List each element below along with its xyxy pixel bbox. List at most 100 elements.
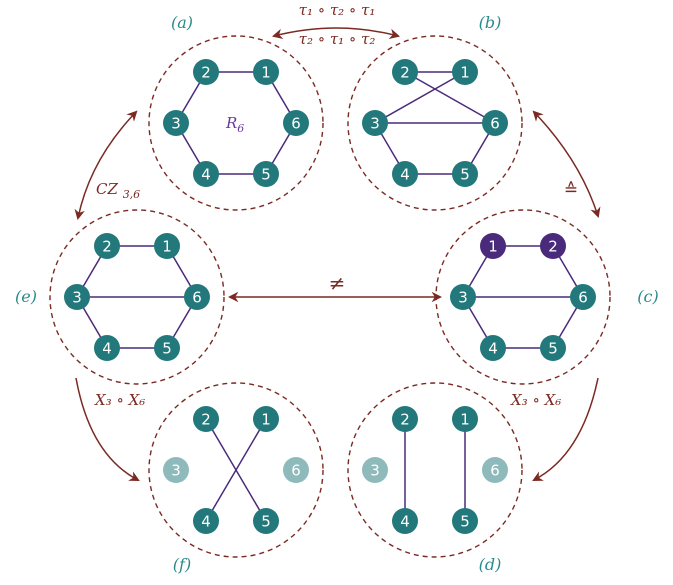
node-e-5 [154, 335, 180, 361]
node-label-a-5: 5 [261, 166, 271, 184]
node-label-d-6: 6 [490, 462, 500, 480]
panel-e-boundary [49, 209, 225, 385]
node-a-3 [163, 110, 189, 136]
panel-label-c: (c) [637, 287, 658, 306]
arrow-a-b [271, 27, 401, 40]
node-label-e-1: 1 [162, 238, 172, 256]
panel-label-f: (f) [173, 555, 191, 574]
node-c-1 [480, 233, 506, 259]
node-label-a-6: 6 [291, 115, 301, 133]
node-d-3 [362, 457, 388, 483]
panel-a-center-label: R6 [225, 114, 244, 135]
node-c-5 [540, 335, 566, 361]
panel-label-d: (d) [479, 555, 502, 574]
node-b-3 [362, 110, 388, 136]
node-f-5 [253, 508, 279, 534]
op-label-ab-top: τ₁ ∘ τ₂ ∘ τ₁ [299, 1, 376, 19]
node-a-2 [193, 59, 219, 85]
node-label-f-3: 3 [171, 462, 181, 480]
node-a-5 [253, 161, 279, 187]
node-b-4 [392, 161, 418, 187]
edge-b-2-6 [404, 71, 496, 124]
node-label-b-4: 4 [400, 166, 410, 184]
node-label-b-1: 1 [460, 64, 470, 82]
panel-label-a: (a) [171, 13, 193, 32]
node-label-d-4: 4 [400, 513, 410, 531]
node-label-a-4: 4 [201, 166, 211, 184]
node-label-e-2: 2 [102, 238, 112, 256]
node-f-6 [283, 457, 309, 483]
op-label-ae-sub: 3,6 [123, 188, 141, 201]
node-e-2 [94, 233, 120, 259]
node-label-d-3: 3 [370, 462, 380, 480]
node-a-6 [283, 110, 309, 136]
node-label-d-1: 1 [460, 411, 470, 429]
node-d-1 [452, 406, 478, 432]
op-label-ab-bottom: τ₂ ∘ τ₁ ∘ τ₂ [299, 30, 376, 48]
node-label-b-3: 3 [370, 115, 380, 133]
panel-a-boundary [148, 35, 324, 211]
node-b-5 [452, 161, 478, 187]
node-f-3 [163, 457, 189, 483]
node-d-4 [392, 508, 418, 534]
node-label-a-1: 1 [261, 64, 271, 82]
node-b-1 [452, 59, 478, 85]
node-e-1 [154, 233, 180, 259]
node-label-f-6: 6 [291, 462, 301, 480]
node-c-3 [450, 284, 476, 310]
arrow-c-d [532, 377, 599, 481]
node-b-6 [482, 110, 508, 136]
node-label-b-5: 5 [460, 166, 470, 184]
panel-a-center-sub: 6 [237, 122, 244, 135]
panel-label-b: (b) [479, 13, 502, 32]
edge-b-1-3 [374, 71, 466, 124]
node-f-2 [193, 406, 219, 432]
node-f-1 [253, 406, 279, 432]
node-label-a-3: 3 [171, 115, 181, 133]
op-label-ec: ≠ [329, 271, 346, 295]
node-label-d-2: 2 [400, 411, 410, 429]
panel-d: 2 1 3 6 4 5 (d) [347, 382, 523, 574]
node-label-c-5: 5 [548, 340, 558, 358]
node-a-1 [253, 59, 279, 85]
arrow-e-f [75, 377, 140, 481]
node-label-c-1: 1 [488, 238, 498, 256]
panel-d-boundary [347, 382, 523, 558]
arrow-b-c [532, 110, 601, 218]
node-e-6 [184, 284, 210, 310]
node-label-e-6: 6 [192, 289, 202, 307]
node-d-5 [452, 508, 478, 534]
node-a-4 [193, 161, 219, 187]
node-e-4 [94, 335, 120, 361]
panel-c-boundary [435, 209, 611, 385]
panel-label-e: (e) [15, 287, 37, 306]
op-label-ae: CZ 3,6 [96, 180, 140, 201]
node-label-b-6: 6 [490, 115, 500, 133]
node-label-e-4: 4 [102, 340, 112, 358]
node-label-c-3: 3 [458, 289, 468, 307]
node-label-f-2: 2 [201, 411, 211, 429]
panel-b-boundary [347, 35, 523, 211]
node-c-6 [570, 284, 596, 310]
arrow-a-e [74, 110, 138, 221]
node-e-3 [64, 284, 90, 310]
panel-c: 1 2 3 6 4 5 (c) [435, 209, 659, 385]
node-label-c-6: 6 [578, 289, 588, 307]
node-f-4 [193, 508, 219, 534]
op-label-cd: X₃ ∘ X₆ [510, 391, 561, 409]
node-label-c-2: 2 [548, 238, 558, 256]
node-d-2 [392, 406, 418, 432]
node-b-2 [392, 59, 418, 85]
node-label-d-5: 5 [460, 513, 470, 531]
node-label-e-3: 3 [72, 289, 82, 307]
node-c-2 [540, 233, 566, 259]
node-label-a-2: 2 [201, 64, 211, 82]
node-label-c-4: 4 [488, 340, 498, 358]
node-label-f-4: 4 [201, 513, 211, 531]
node-label-f-5: 5 [261, 513, 271, 531]
edge-f-1-4 [205, 418, 267, 522]
